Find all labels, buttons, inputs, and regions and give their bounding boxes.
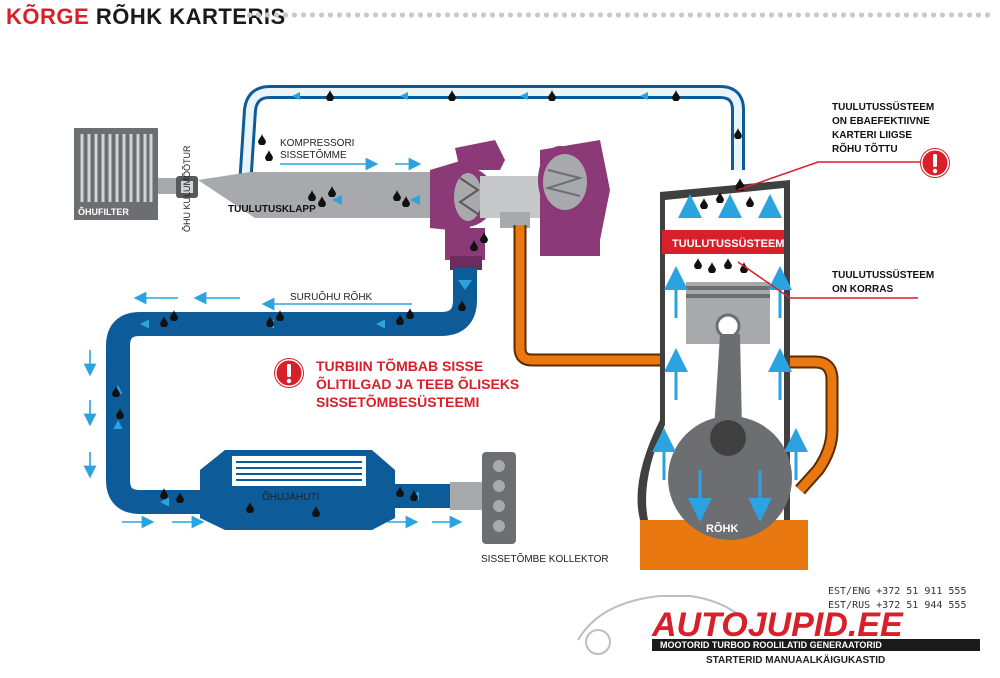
callout-ineffective-line-4: RÕHU TÕTTU xyxy=(832,142,898,155)
contact-line-1: EST/ENG +372 51 911 555 xyxy=(828,586,966,597)
throttle-label: TUULUTUSKLAPP xyxy=(228,204,316,215)
warning-icon xyxy=(274,358,304,388)
brand-tagline-1: MOOTORID TURBOD ROOLILATID GENERAATORID xyxy=(660,640,882,650)
compressor-intake-label-2: SISSETÕMME xyxy=(280,148,347,161)
air-flow-meter-label: ÕHU KULUMÕÕTUR xyxy=(182,145,192,232)
title-part-1: KÕRGE xyxy=(6,4,90,29)
turbo-warning-line-2: ÕLITILGAD JA TEEB ÕLISEKS xyxy=(316,375,519,392)
brand-tagline-2: STARTERID MANUAALKÄIGUKASTID xyxy=(706,653,885,666)
brand-name: AUTOJUPID.EE xyxy=(651,606,904,644)
compressor-intake: KOMPRESSORI SISSETÕMME xyxy=(280,138,422,171)
air-filter: ÕHUFILTER xyxy=(74,128,158,220)
callout-ineffective-line-3: KARTERI LIIGSE xyxy=(832,130,912,141)
intake-manifold: SISSETÕMBE KOLLEKTOR xyxy=(450,452,609,565)
callout-ineffective-line-2: ON EBAEFEKTIIVNE xyxy=(832,116,930,127)
warning-icon xyxy=(920,148,950,178)
turbo-warning-line-1: TURBIIN TÕMBAB SISSE xyxy=(316,357,483,374)
engine-block: TUULUTUSSÜSTEEM RÕHK xyxy=(637,180,808,570)
turbo-warning-line-3: SISSETÕMBESÜSTEEMI xyxy=(316,393,479,410)
callout-ineffective: TUULUTUSSÜSTEEM ON EBAEFEKTIIVNE KARTERI… xyxy=(737,100,950,191)
intercooler-label: ÕHUJAHUTI xyxy=(262,490,319,503)
pressure-label: RÕHK xyxy=(706,522,738,535)
boost-pressure-label: SURUÕHU RÕHK xyxy=(290,290,373,303)
brand-logo: AUTOJUPID.EE MOOTORID TURBOD ROOLILATID … xyxy=(577,595,980,666)
contact-line-2: EST/RUS +372 51 944 555 xyxy=(828,600,966,611)
intercooler: ÕHUJAHUTI xyxy=(200,450,395,530)
air-filter-label: ÕHUFILTER xyxy=(78,207,129,217)
callout-ineffective-line-1: TUULUTUSSÜSTEEM xyxy=(832,100,934,113)
title-dot-divider xyxy=(245,10,990,22)
callout-ok-line-1: TUULUTUSSÜSTEEM xyxy=(832,268,934,281)
turbocharger xyxy=(430,140,610,270)
turbo-warning: TURBIIN TÕMBAB SISSE ÕLITILGAD JA TEEB Õ… xyxy=(274,357,519,410)
air-flow-meter: ÕHU KULUMÕÕTUR xyxy=(158,145,198,232)
ventilation-system-label: TUULUTUSSÜSTEEM xyxy=(672,237,784,250)
callout-ok: TUULUTUSSÜSTEEM ON KORRAS xyxy=(737,261,934,299)
intake-manifold-label: SISSETÕMBE KOLLEKTOR xyxy=(481,552,609,565)
callout-ok-line-2: ON KORRAS xyxy=(832,284,893,295)
contact-info: EST/ENG +372 51 911 555 EST/RUS +372 51 … xyxy=(828,586,966,611)
oil-line xyxy=(513,225,839,495)
compressor-intake-label-1: KOMPRESSORI xyxy=(280,138,354,149)
